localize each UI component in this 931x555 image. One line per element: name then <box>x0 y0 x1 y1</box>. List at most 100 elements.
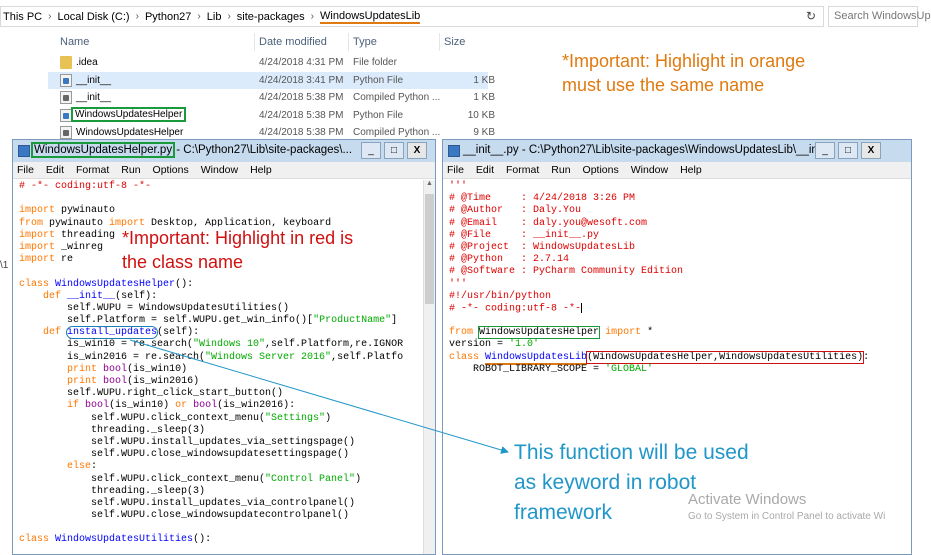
annotation-orange-line: must use the same name <box>562 75 765 95</box>
file-name-highlighted: WindowsUpdatesHelper <box>70 106 187 122</box>
code-line: class WindowsUpdatesHelper(): <box>19 278 194 290</box>
file-name: WindowsUpdatesHelper <box>76 127 184 138</box>
menu-options[interactable]: Options <box>582 164 619 176</box>
annotation-blue-line: This function will be used <box>514 441 749 464</box>
breadcrumb-site-packages[interactable]: site-packages <box>236 10 305 23</box>
menu-help[interactable]: Help <box>680 164 702 176</box>
annotation-blue-line: as keyword in robot <box>514 471 697 494</box>
code-line: # -*- coding:utf-8 -*- <box>19 181 152 192</box>
close-button[interactable]: X <box>407 142 427 159</box>
menu-format[interactable]: Format <box>76 164 110 176</box>
column-divider <box>439 33 440 51</box>
file-row-init-pyc[interactable]: __init__ 4/24/2018 5:38 PM Compiled Pyth… <box>48 89 495 107</box>
file-date: 4/24/2018 5:38 PM <box>259 109 344 121</box>
breadcrumb-python27[interactable]: Python27 <box>144 10 192 23</box>
close-button[interactable]: X <box>861 142 881 159</box>
code-line: self.WUPU.click_context_menu("Settings") <box>19 412 332 424</box>
file-row-helper-pyc[interactable]: WindowsUpdatesHelper 4/24/2018 5:38 PM C… <box>48 124 495 142</box>
menu-bar: File Edit Format Run Options Window Help <box>13 162 435 179</box>
file-date: 4/24/2018 5:38 PM <box>259 92 344 103</box>
scrollbar[interactable]: ▲ <box>423 180 435 554</box>
menu-format[interactable]: Format <box>506 164 540 176</box>
menu-edit[interactable]: Edit <box>475 164 495 176</box>
menu-file[interactable]: File <box>17 164 34 176</box>
code-line: else: <box>67 461 98 473</box>
column-size[interactable]: Size <box>444 36 466 48</box>
menu-options[interactable]: Options <box>152 164 189 176</box>
minimize-button[interactable]: _ <box>815 142 835 159</box>
base-classes-highlight: (WindowsUpdatesHelper,WindowsUpdatesUtil… <box>586 350 865 364</box>
code-line: #!/usr/bin/python <box>449 290 552 302</box>
file-name: .idea <box>76 57 98 68</box>
minimize-button[interactable]: _ <box>361 142 381 159</box>
python-app-icon <box>18 145 30 157</box>
maximize-button[interactable]: □ <box>838 142 858 159</box>
idle-window-helper[interactable]: WindowsUpdatesHelper.py - C:\Python27\Li… <box>12 139 436 555</box>
breadcrumb-windowsupdateslib[interactable]: WindowsUpdatesLib <box>320 9 421 24</box>
menu-edit[interactable]: Edit <box>45 164 65 176</box>
code-line: # @Author : Daly.You <box>449 205 582 217</box>
file-size: 10 KB <box>467 109 495 121</box>
file-size: 1 KB <box>473 74 495 86</box>
file-type: Python File <box>353 74 404 86</box>
module-name-highlight: WindowsUpdatesHelper <box>478 326 601 340</box>
window-titlebar[interactable]: __init__.py - C:\Python27\Lib\site-packa… <box>443 140 911 162</box>
code-line: class WindowsUpdatesUtilities(): <box>19 534 212 546</box>
code-line: import _winreg <box>19 241 104 253</box>
menu-window[interactable]: Window <box>200 164 239 176</box>
menu-run[interactable]: Run <box>551 164 571 176</box>
code-line: self.WUPU.close_windowsupdatecontrolpane… <box>19 510 350 522</box>
scroll-up-icon[interactable]: ▲ <box>426 180 433 187</box>
file-date: 4/24/2018 4:31 PM <box>259 57 344 68</box>
file-row-helper-py[interactable]: WindowsUpdatesHelper 4/24/2018 5:38 PM P… <box>48 106 495 125</box>
column-name[interactable]: Name <box>60 36 90 48</box>
search-input[interactable]: Search WindowsUp <box>828 6 931 27</box>
maximize-button[interactable]: □ <box>384 142 404 159</box>
breadcrumb-this-pc[interactable]: This PC <box>3 10 43 23</box>
refresh-icon[interactable]: ↻ <box>805 9 817 23</box>
column-divider <box>254 33 255 51</box>
breadcrumb-lib[interactable]: Lib <box>206 10 222 23</box>
file-row-idea[interactable]: .idea 4/24/2018 4:31 PM File folder <box>48 54 488 72</box>
file-row-init-py[interactable]: __init__ 4/24/2018 3:41 PM Python File 1… <box>48 71 495 89</box>
file-size: 1 KB <box>473 92 495 103</box>
code-line: threading._sleep(3) <box>19 485 206 497</box>
window-title: __init__.py - C:\Python27\Lib\site-packa… <box>463 144 830 156</box>
scrollbar-thumb[interactable] <box>425 194 434 304</box>
code-editor[interactable]: '''# @Time : 4/24/2018 3:26 PM# @Author … <box>449 181 869 376</box>
menu-window[interactable]: Window <box>630 164 669 176</box>
annotation-red: *Important: Highlight in red is the clas… <box>122 226 422 274</box>
address-bar[interactable]: This PC› Local Disk (C:)› Python27› Lib›… <box>0 6 824 27</box>
code-line: self.WUPU.right_click_start_button() <box>19 388 284 400</box>
menu-file[interactable]: File <box>447 164 464 176</box>
file-name: __init__ <box>76 74 112 86</box>
breadcrumb-local-disk[interactable]: Local Disk (C:) <box>57 10 130 23</box>
annotation-orange: *Important: Highlight in orange must use… <box>562 49 882 97</box>
keyword-function-highlight: install_updates <box>66 326 159 340</box>
code-line <box>449 315 869 327</box>
compiled-python-icon <box>60 91 72 104</box>
idle-window-init[interactable]: __init__.py - C:\Python27\Lib\site-packa… <box>442 139 912 555</box>
window-titlebar[interactable]: WindowsUpdatesHelper.py - C:\Python27\Li… <box>13 140 435 162</box>
chevron-right-icon: › <box>310 11 315 22</box>
annotation-blue-line: framework <box>514 501 613 524</box>
file-date: 4/24/2018 5:38 PM <box>259 127 344 138</box>
code-line: # @Email : daly.you@wesoft.com <box>449 217 648 229</box>
annotation-orange-line: *Important: Highlight in orange <box>562 51 806 71</box>
code-line: # @Python : 2.7.14 <box>449 254 570 266</box>
code-line <box>19 522 403 534</box>
column-date-modified[interactable]: Date modified <box>259 36 327 48</box>
file-type: Python File <box>353 109 404 121</box>
code-line: import re <box>19 254 74 266</box>
menu-help[interactable]: Help <box>250 164 272 176</box>
column-type[interactable]: Type <box>353 36 377 48</box>
code-line: self.WUPU.install_updates_via_settingspa… <box>19 436 356 448</box>
class-name-underline: WindowsUpdatesLib <box>485 351 588 365</box>
chevron-right-icon: › <box>135 11 139 22</box>
file-list: .idea 4/24/2018 4:31 PM File folder __in… <box>48 54 495 142</box>
menu-run[interactable]: Run <box>121 164 141 176</box>
chevron-right-icon: › <box>48 11 52 22</box>
file-list-header: Name Date modified Type Size <box>48 31 478 53</box>
file-date: 4/24/2018 3:41 PM <box>259 74 344 86</box>
left-pane-text: \1 <box>0 260 9 271</box>
